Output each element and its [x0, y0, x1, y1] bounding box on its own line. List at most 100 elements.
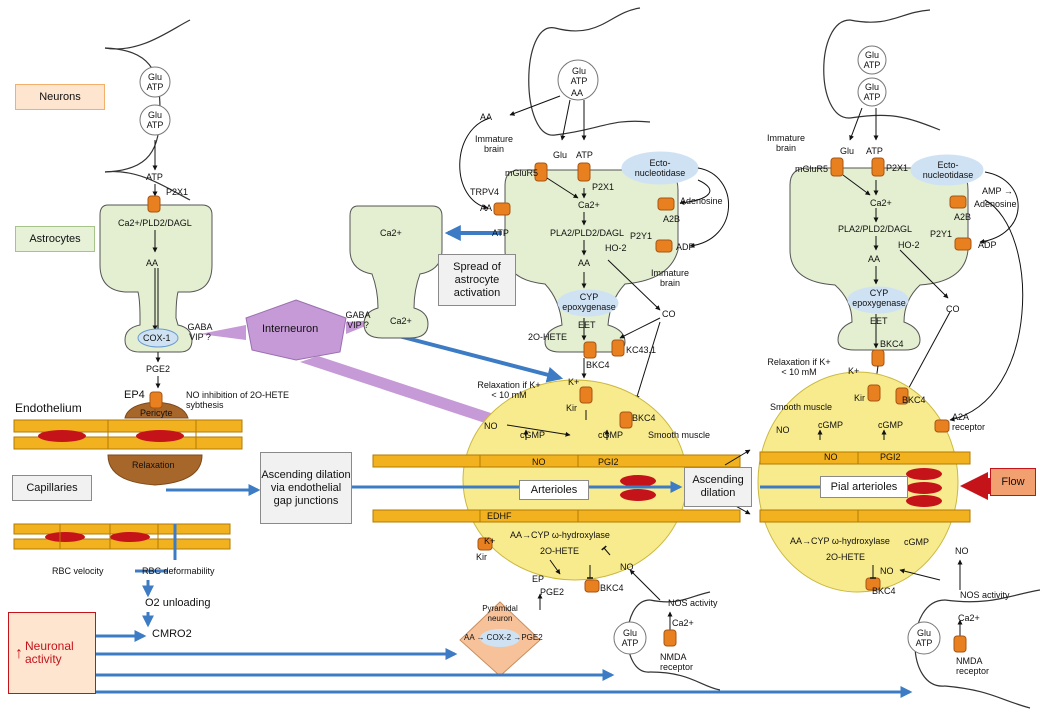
- middle-ca3: Ca2+: [672, 618, 694, 628]
- left-aa: AA: [146, 258, 159, 268]
- flow-arrow: [960, 472, 996, 500]
- middle-hete: 2O-HETE: [528, 332, 568, 342]
- middle-mglur5-receptor: [534, 162, 548, 182]
- right-bk2: BKC4: [902, 395, 926, 405]
- right-ecto: Ecto-nucleotidase: [922, 160, 974, 180]
- spread-box: Spread of astrocyte activation: [438, 254, 516, 306]
- left-ca-pld: Ca2+/PLD2/DAGL: [118, 218, 192, 228]
- middle-mglur5: mGluR5: [505, 168, 539, 178]
- left-cox1: COX-1: [143, 333, 171, 343]
- right-nmda-receptor: [953, 635, 967, 653]
- middle-p2x1: P2X1: [592, 182, 615, 192]
- right-immature-brain: Immature brain: [766, 133, 805, 153]
- middle-p2y1: P2Y1: [630, 231, 653, 241]
- left-relaxation: Relaxation: [132, 460, 175, 470]
- right-a2a: A2A receptor: [952, 412, 986, 432]
- middle-vesicle-aa: AA: [571, 88, 584, 98]
- right-ca: Ca2+: [870, 198, 892, 208]
- right-vesicle-2-text: Glu ATP: [863, 82, 881, 102]
- interneuron-shape: [245, 299, 347, 361]
- middle-kir2-receptor: [477, 537, 493, 551]
- middle-aa-cyp: AA→CYP ω-hydroxylase: [510, 530, 610, 540]
- right-vesicle-2: [857, 77, 887, 107]
- right-kir-receptor: [867, 384, 881, 402]
- right-kir: Kir: [854, 393, 865, 403]
- middle-atp: ATP: [576, 150, 593, 160]
- left-pericyte: Pericyte: [140, 408, 173, 418]
- middle-bottom-vesicle-text: Glu ATP: [621, 628, 639, 648]
- right-bk2-receptor: [895, 387, 909, 405]
- middle-bk: BKC4: [586, 360, 610, 370]
- right-amp: AMP →: [982, 186, 1013, 196]
- pyramidal-aa-cox: AA → COX-2 →PGE2: [464, 633, 543, 642]
- spread-astro-ca2: Ca2+: [390, 316, 412, 326]
- middle-neuron-terminal: [528, 7, 651, 136]
- left-vessel: [13, 419, 243, 450]
- capillaries-legend: Capillaries: [12, 475, 92, 501]
- middle-k: K+: [568, 377, 580, 387]
- middle-cyp-epoxygenase: [557, 289, 619, 317]
- middle-bottom-vesicle: [613, 621, 647, 655]
- middle-relax: Relaxation if K+ < 10 mM: [477, 380, 541, 400]
- spreading-astrocyte: [349, 205, 443, 339]
- middle-bk3: BKC4: [600, 583, 624, 593]
- middle-trpv4-receptor: [493, 202, 511, 216]
- right-a2b-receptor: [949, 195, 967, 209]
- middle-ecto: Ecto-nucleotidase: [634, 158, 686, 178]
- middle-nos: NOS activity: [668, 598, 718, 608]
- right-cgmp1: cGMP: [818, 420, 844, 430]
- middle-adp: ADP: [676, 242, 695, 252]
- right-cgmp2: cGMP: [878, 420, 904, 430]
- ascending-dilation-box: Ascending dilation: [684, 467, 752, 507]
- right-p2y1: P2Y1: [930, 229, 953, 239]
- neurons-legend: Neurons: [15, 84, 105, 110]
- middle-smooth-muscle: Smooth muscle: [648, 430, 711, 440]
- right-nmda: NMDA receptor: [956, 656, 990, 676]
- left-vesicle-2-text: Glu ATP: [146, 110, 164, 130]
- middle-no2: NO: [532, 457, 546, 467]
- left-atp: ATP: [146, 172, 163, 182]
- right-bottom-vesicle-text: Glu ATP: [915, 628, 933, 648]
- middle-aa3: AA: [578, 258, 591, 268]
- middle-pla2: PLA2/PLD2/DAGL: [550, 228, 625, 238]
- right-p2x1: P2X1: [886, 163, 909, 173]
- flow-box: Flow: [990, 468, 1036, 496]
- right-ca2: Ca2+: [958, 613, 980, 623]
- left-astrocyte: [99, 204, 213, 353]
- middle-cgmp1: cGMP: [520, 430, 546, 440]
- right-ho2: HO-2: [898, 240, 920, 250]
- right-hete: 2O-HETE: [826, 552, 866, 562]
- left-vesicle-1: [139, 66, 171, 98]
- right-p2y1-receptor: [954, 237, 972, 251]
- ep4-receptor: [149, 391, 163, 409]
- middle-a2b: A2B: [663, 214, 681, 224]
- middle-ep: EP: [532, 574, 545, 584]
- left-cmro2: CMRO2: [152, 628, 192, 640]
- pial-arterioles-label: Pial arterioles: [830, 480, 898, 493]
- left-vesicle-2: [139, 104, 171, 136]
- middle-eet: EET: [578, 320, 596, 330]
- right-co: CO: [946, 304, 960, 314]
- middle-kc4-receptor: [611, 339, 625, 357]
- middle-edhf: EDHF: [487, 511, 512, 521]
- right-vesicle-1-text: Glu ATP: [863, 50, 881, 70]
- middle-a2b-receptor: [657, 197, 675, 211]
- astrocytes-legend-label: Astrocytes: [29, 232, 81, 245]
- right-aa-cyp: AA→CYP ω-hydroxylase: [790, 536, 890, 546]
- middle-nmda: NMDA receptor: [660, 652, 694, 672]
- middle-ca: Ca2+: [578, 200, 600, 210]
- middle-ho2: HO-2: [605, 243, 627, 253]
- middle-kir: Kir: [566, 403, 577, 413]
- pericyte-shape: [107, 454, 203, 486]
- middle-nmda-receptor: [663, 629, 677, 647]
- right-adp: ADP: [978, 240, 997, 250]
- middle-astrocyte: [504, 169, 679, 353]
- endothelium-label: Endothelium: [15, 401, 82, 415]
- neuronal-activity-label: Neuronal activity: [25, 639, 74, 666]
- left-gaba-vip: GABA VIP ?: [187, 322, 213, 342]
- middle-trpv4: TRPV4: [470, 187, 500, 197]
- left-p2x1-receptor: [147, 195, 161, 213]
- left-rbc-velocity: RBC velocity: [52, 566, 104, 576]
